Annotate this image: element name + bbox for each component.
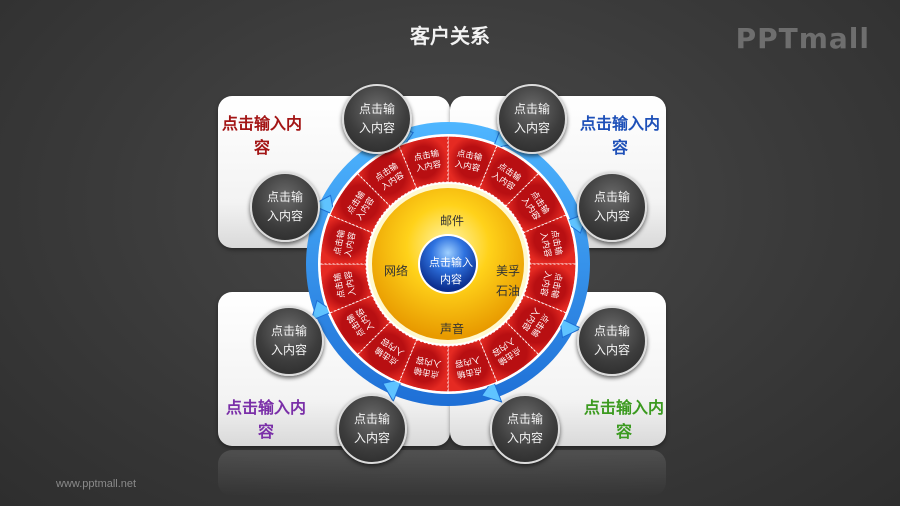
corner-label-top-right[interactable]: 点击输入内容 (580, 114, 661, 157)
brand-logo: PPTmall (735, 22, 870, 55)
bubble-text: 点击输入内容 (358, 102, 395, 135)
segment-label-1: 点击输入内容 (454, 148, 484, 175)
red-segment-1 (447, 135, 498, 189)
bubble-text: 点击输入内容 (513, 102, 550, 135)
segment-label-4: 点击输入内容 (538, 229, 565, 259)
inner-label-bottom[interactable]: 声音 (439, 322, 464, 336)
segment-label-9: 点击输入内容 (412, 354, 442, 381)
ring-arrow-8 (311, 194, 335, 216)
segment-label-8: 点击输入内容 (453, 354, 483, 381)
bubble-text: 点击输入内容 (593, 324, 630, 357)
bubble-text: 点击输入内容 (270, 324, 307, 357)
center-blue-disc (420, 236, 476, 292)
segment-label-12: 点击输入内容 (332, 269, 359, 299)
bubble-4[interactable]: 点击输入内容 (577, 172, 647, 242)
red-ring-outline (319, 135, 577, 393)
page-title: 客户关系 (410, 24, 490, 48)
red-segment-5 (523, 263, 577, 314)
bubble-text: 点击输入内容 (593, 190, 630, 223)
bubble-7[interactable]: 点击输入内容 (337, 394, 407, 464)
panel-reflection (218, 450, 666, 496)
corner-label-bottom-right[interactable]: 点击输入内容 (584, 398, 665, 441)
inner-label-left[interactable]: 网络 (383, 264, 408, 278)
inner-label-right-1[interactable]: 美孚 (495, 264, 520, 278)
ring-arrow-7 (310, 299, 335, 322)
inner-label-top[interactable]: 邮件 (439, 214, 464, 228)
bubble-2[interactable]: 点击输入内容 (497, 84, 567, 154)
red-segment-13 (319, 214, 373, 265)
bubble-text: 点击输入内容 (353, 412, 390, 445)
inner-label-right-2[interactable]: 石油 (495, 284, 520, 298)
bubble-3[interactable]: 点击输入内容 (250, 172, 320, 242)
corner-label-top-left[interactable]: 点击输入内容 (222, 114, 303, 157)
center-text[interactable]: 点击输入内容 (429, 256, 473, 286)
segment-label-5: 点击输入内容 (538, 270, 565, 300)
footer-url: www.pptmall.net (56, 478, 137, 490)
ring-arrow-5 (480, 378, 503, 403)
bubble-5[interactable]: 点击输入内容 (254, 306, 324, 376)
ring-arrow-6 (382, 378, 403, 403)
bubble-text: 点击输入内容 (266, 190, 303, 223)
bubble-8[interactable]: 点击输入内容 (490, 394, 560, 464)
bubble-6[interactable]: 点击输入内容 (577, 306, 647, 376)
red-segment-16 (398, 135, 449, 189)
corner-label-bottom-left[interactable]: 点击输入内容 (226, 398, 307, 441)
red-segment-9 (398, 339, 449, 393)
bubble-1[interactable]: 点击输入内容 (342, 84, 412, 154)
bubble-text: 点击输入内容 (506, 412, 543, 445)
segment-label-13: 点击输入内容 (332, 228, 359, 258)
ring-arrow-4 (559, 317, 583, 339)
segment-label-16: 点击输入内容 (413, 148, 443, 175)
